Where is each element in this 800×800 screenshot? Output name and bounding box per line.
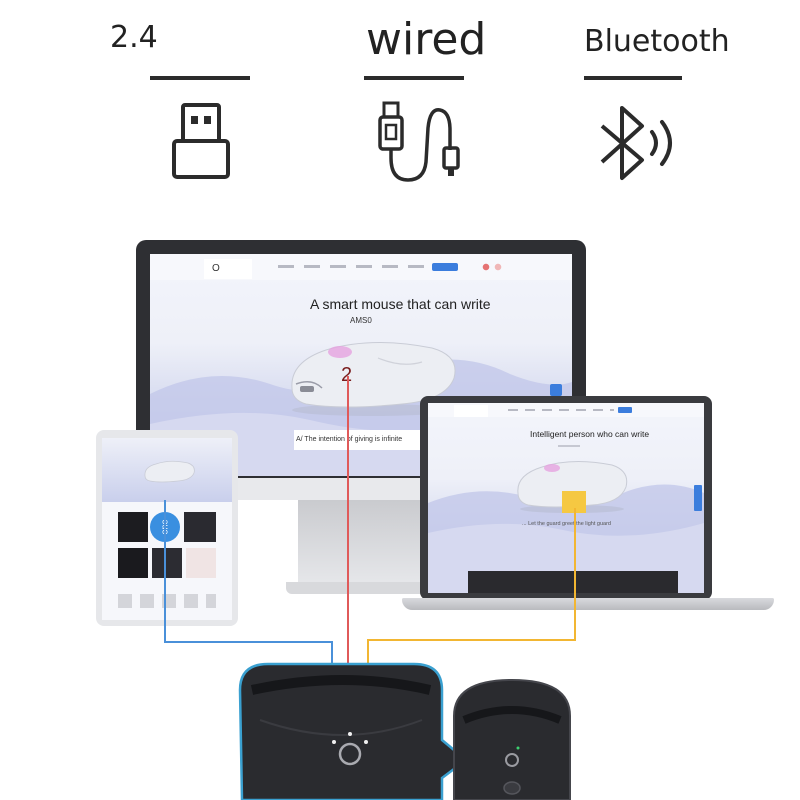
laptop-nav-dots: [508, 409, 614, 411]
laptop-tagline: ... Let the guard greet the light guard: [522, 521, 611, 527]
laptop-side-button[interactable]: [694, 485, 702, 511]
browser-logo-text: O: [212, 263, 220, 274]
monitor-headline: A smart mouse that can write: [310, 296, 491, 312]
browser-nav-button[interactable]: [432, 263, 458, 271]
nav-avatars: [482, 263, 512, 271]
nav-dots: [278, 265, 438, 268]
monitor-tagline-box: [294, 430, 428, 450]
tablet-screen: one: [102, 438, 232, 620]
mouse-bottom-full: [453, 678, 571, 800]
browser-logo-box: [204, 259, 252, 279]
mouse-bottom-closeup: [238, 662, 469, 800]
monitor-model: AMS0: [350, 316, 372, 325]
tablet-mouse-image: [144, 460, 195, 483]
mode-2-4-underline: [150, 76, 250, 80]
laptop-subline: [558, 445, 580, 447]
monitor-stand-base: [286, 582, 436, 594]
tablet-product-row: [118, 594, 216, 608]
scroll-top-button[interactable]: [550, 384, 562, 396]
laptop-base: [402, 598, 774, 610]
laptop-yellow-badge: [562, 491, 586, 513]
bluetooth-icon: [600, 106, 672, 180]
laptop-screen: Intelligent person who can write ... Let…: [428, 403, 704, 593]
monitor-number-label: 2: [341, 364, 353, 386]
monitor-mouse-image: [291, 341, 456, 416]
mode-2-4-label: 2.4: [110, 20, 158, 55]
monitor-stand-neck: [298, 498, 424, 584]
usb-cable-icon: [378, 101, 460, 182]
laptop-headline: Intelligent person who can write: [530, 429, 650, 439]
monitor-tagline: A/ The intention of giving is infinite: [296, 436, 403, 443]
laptop-logo-box: [454, 405, 488, 417]
usb-dongle-icon: [172, 103, 230, 179]
laptop-dock: [468, 571, 678, 593]
mode-wired-label: wired: [366, 14, 487, 65]
mode-wired-underline: [364, 76, 464, 80]
laptop-nav-button[interactable]: [618, 407, 632, 413]
mode-bluetooth-label: Bluetooth: [584, 24, 730, 59]
mode-bluetooth-underline: [584, 76, 682, 80]
